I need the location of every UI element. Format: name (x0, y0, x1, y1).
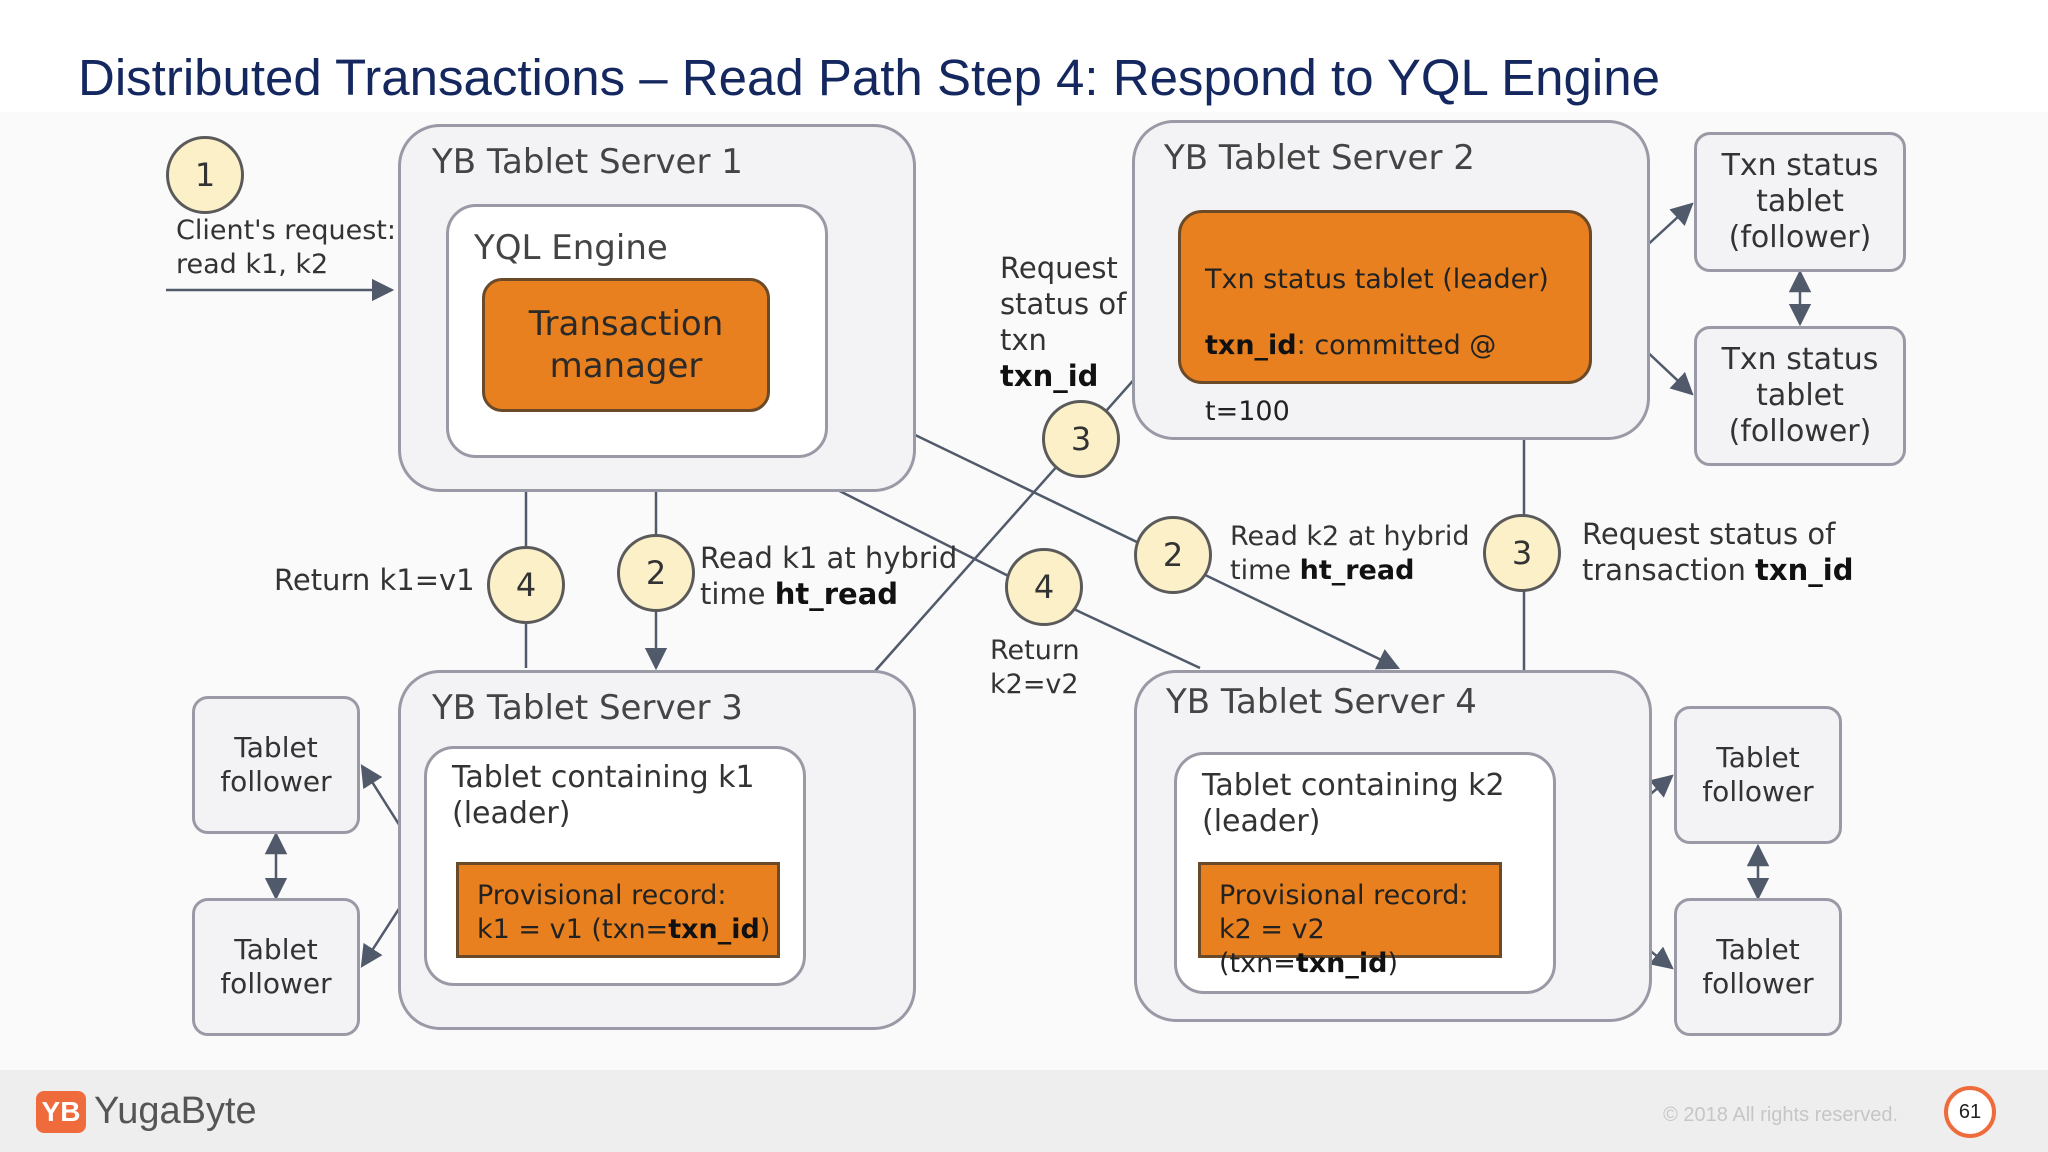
txn-status-tablet-leader: Txn status tablet (leader) txn_id: commi… (1178, 210, 1592, 427)
transaction-manager-line2: manager (549, 346, 703, 386)
yql-engine-title: YQL Engine (474, 228, 668, 268)
read-k2-label: Read k2 at hybrid time ht_read (1230, 521, 1470, 586)
yugabyte-logo-icon: YB (36, 1090, 86, 1133)
step-2-read-k1-circle: 2 (617, 534, 695, 612)
step-3-request-status-circle-a: 3 (1042, 400, 1120, 478)
yugabyte-logo-text: YugaByte (94, 1090, 257, 1132)
provisional-record-k2: Provisional record: k2 = v2 (txn=txn_id) (1198, 862, 1502, 979)
slide-title: Distributed Transactions – Read Path Ste… (78, 49, 1660, 106)
yugabyte-logo: YB YugaByte (36, 1090, 257, 1133)
step-3-request-status-circle-b: 3 (1483, 514, 1561, 592)
return-k2-arrow (775, 458, 1201, 670)
tablet-server-1-title: YB Tablet Server 1 (432, 142, 743, 182)
tablet-server-3-title: YB Tablet Server 3 (432, 688, 743, 728)
read-k1-label: Read k1 at hybrid time ht_read (700, 541, 958, 611)
txn-status-leader-title: Txn status tablet (leader) (1205, 264, 1549, 295)
step-4-return-k2-circle: 4 (1005, 548, 1083, 626)
read-k2-arrow (825, 390, 1401, 670)
tablet-k2-line2: (leader) (1202, 804, 1321, 839)
tablet-server-2-title: YB Tablet Server 2 (1164, 138, 1475, 178)
client-request-label: Client's request: read k1, k2 (176, 215, 396, 280)
tablet-server-4-title: YB Tablet Server 4 (1166, 682, 1477, 722)
return-k1-label: Return k1=v1 (274, 563, 475, 597)
request-status-txn-label: Request status of txn txn_id (1000, 251, 1127, 393)
copyright-text: © 2018 All rights reserved. (1663, 1104, 1898, 1126)
tablet-k1-line2: (leader) (452, 796, 571, 831)
tablet-k1-line1: Tablet containing k1 (452, 760, 755, 795)
transaction-manager-line1: Transaction (528, 304, 724, 344)
tablet-k2-line1: Tablet containing k2 (1202, 768, 1505, 803)
txn-status-leader-status: txn_id: committed @ t=100 (1205, 330, 1497, 427)
step-1-circle: 1 (166, 136, 244, 214)
provisional-record-k1: Provisional record: k1 = v1 (txn=txn_id) (456, 862, 780, 958)
step-2-read-k2-circle: 2 (1134, 516, 1212, 594)
transaction-manager-box: Transaction manager (482, 278, 770, 412)
return-k2-label: Return k2=v2 (990, 635, 1080, 700)
footer-bar (0, 1070, 2048, 1152)
request-status-transaction-label: Request status of transaction txn_id (1582, 517, 1854, 587)
page-number: 61 (1944, 1086, 1996, 1138)
step-4-return-k1-circle: 4 (487, 546, 565, 624)
